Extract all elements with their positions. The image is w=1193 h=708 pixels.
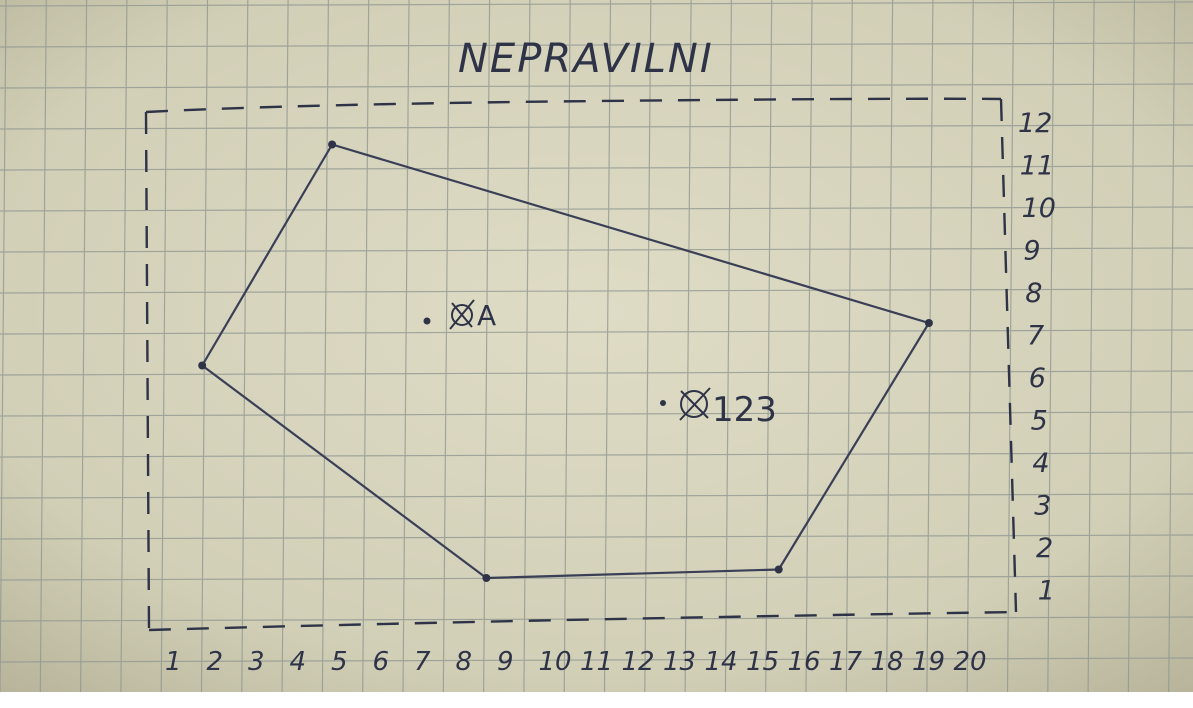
x-axis-label: 2: [207, 647, 224, 677]
point-123-marker: [679, 387, 711, 421]
x-axis-label: 15: [746, 647, 779, 677]
point-a-dot: [423, 317, 431, 325]
y-axis-label: 12: [1018, 108, 1052, 139]
polygon-vertex: [482, 574, 491, 582]
y-axis-label: 8: [1025, 278, 1042, 309]
y-axis-label: 2: [1036, 533, 1053, 564]
y-axis-labels: 12 11 10 9 8 7 6 5 4 3 2 1: [1018, 108, 1056, 607]
y-axis-label: 11: [1020, 151, 1054, 182]
x-axis-label: 18: [871, 647, 904, 677]
page-title: NEPRAVILNI: [458, 36, 714, 82]
x-axis-label: 12: [622, 647, 655, 677]
polygon-vertex: [774, 565, 783, 574]
point-a: A: [423, 299, 496, 332]
x-axis-label: 4: [290, 647, 307, 677]
point-a-label: A: [477, 299, 496, 332]
x-axis-label: 17: [829, 647, 863, 677]
x-axis-label: 11: [580, 647, 613, 677]
y-axis-label: 7: [1027, 321, 1044, 352]
x-axis-label: 13: [663, 647, 696, 677]
x-axis-label: 20: [954, 647, 987, 677]
polygon-vertices: [198, 140, 933, 582]
x-axis-label: 10: [539, 647, 572, 677]
irregular-polygon: [201, 143, 931, 580]
point-123-dot: [660, 400, 666, 406]
y-axis-label: 4: [1032, 448, 1049, 479]
x-axis-label: 14: [705, 647, 738, 677]
y-axis-label: 5: [1031, 406, 1048, 437]
y-axis-label: 9: [1023, 236, 1040, 267]
x-axis-label: 19: [912, 647, 945, 677]
x-axis-label: 8: [456, 647, 473, 677]
x-axis-label: 9: [497, 647, 514, 677]
x-axis-label: 7: [414, 647, 431, 677]
polygon-vertex: [924, 319, 933, 327]
point-123-label: 123: [712, 390, 777, 430]
y-axis-label: 1: [1038, 576, 1055, 607]
polygon-vertex: [198, 361, 207, 370]
y-axis-label: 3: [1034, 491, 1051, 522]
y-axis-label: 10: [1022, 193, 1056, 224]
x-axis-label: 16: [788, 647, 821, 677]
x-axis-label: 1: [165, 647, 182, 677]
bottom-strip: [0, 692, 1193, 708]
x-axis-label: 6: [373, 647, 390, 677]
x-axis-label: 5: [331, 647, 348, 677]
paper-background: [0, 0, 1193, 692]
x-axis-label: 3: [248, 647, 265, 677]
dashed-bounding-box: [144, 97, 1018, 632]
y-axis-label: 6: [1029, 363, 1046, 394]
point-123: 123: [660, 387, 777, 430]
polygon-vertex: [328, 140, 337, 149]
point-a-marker: [449, 299, 475, 330]
